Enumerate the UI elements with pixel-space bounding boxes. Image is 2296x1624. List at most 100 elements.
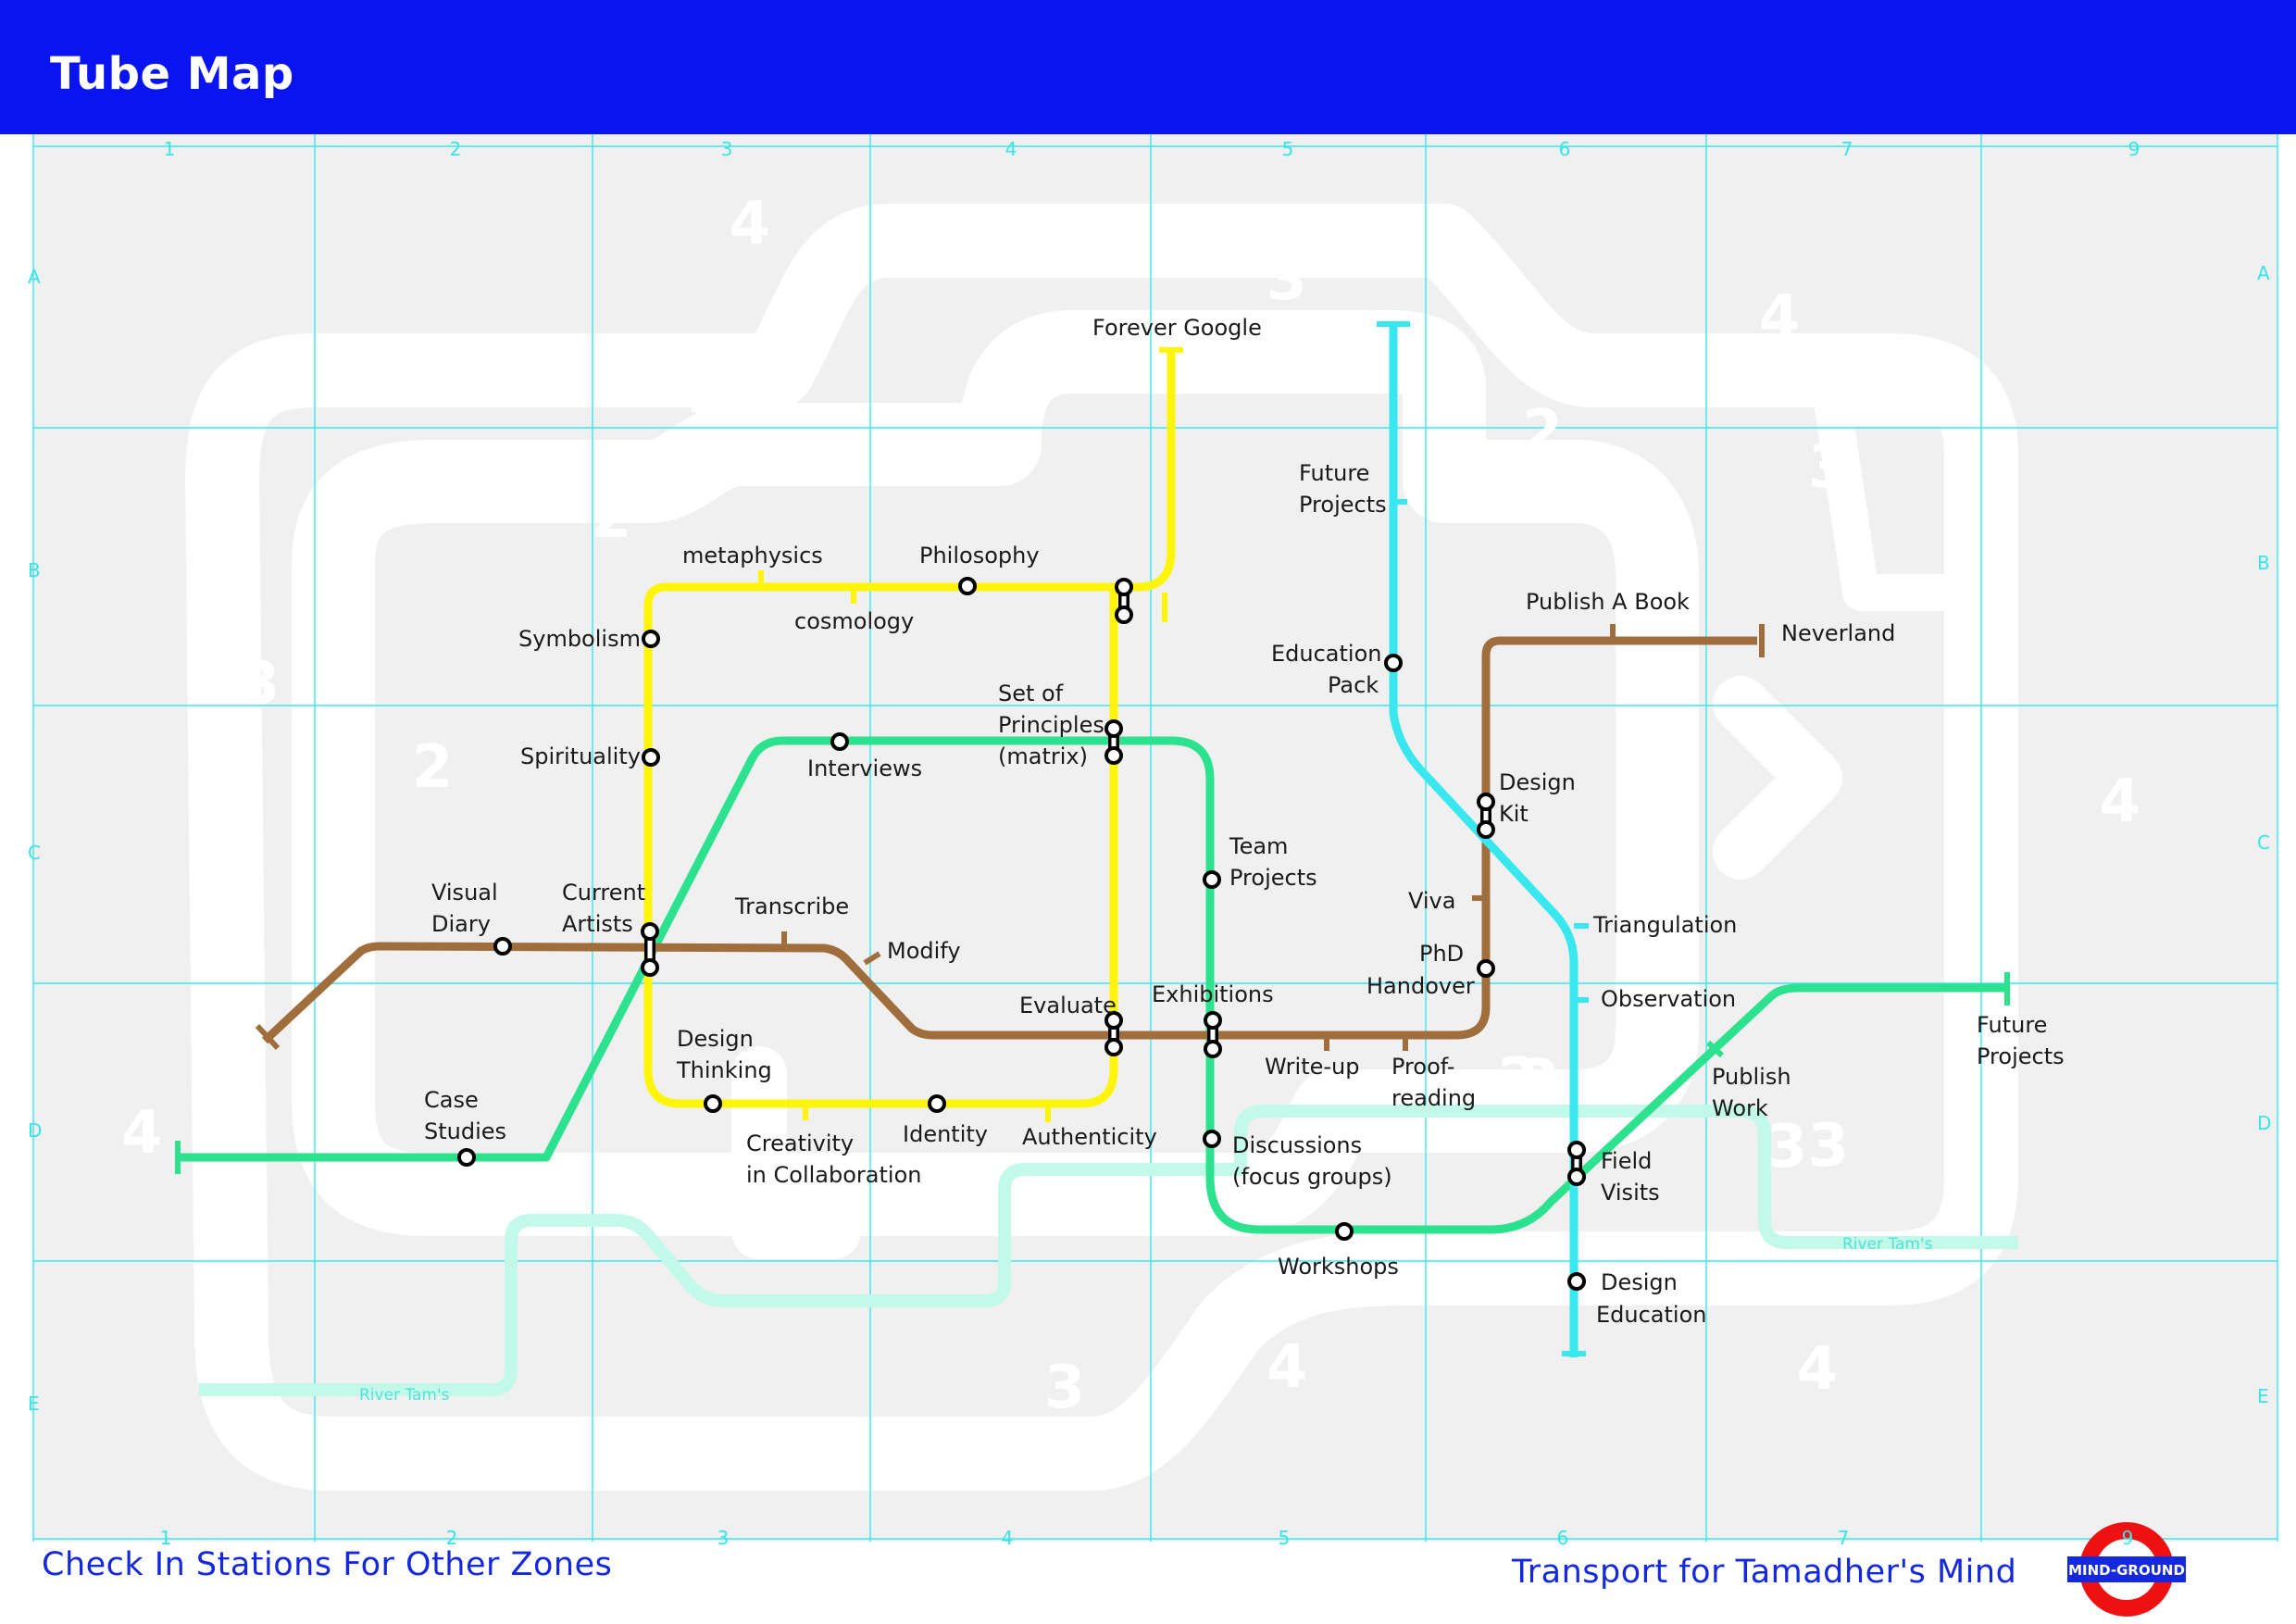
zone-number: 4 bbox=[730, 190, 771, 258]
station-neverland: Neverland bbox=[1781, 620, 1895, 646]
zone-number: 2 bbox=[1498, 1046, 1540, 1115]
station-proof-reading-2: reading bbox=[1391, 1085, 1476, 1111]
grid-col-label: 5 bbox=[1279, 1527, 1291, 1549]
zone-number: 4 bbox=[1797, 1335, 1839, 1404]
footer-right-text: Transport for Tamadher's Mind bbox=[1512, 1554, 2017, 1591]
grid-row-label: B bbox=[2257, 552, 2270, 574]
grid-col-label: 9 bbox=[2128, 138, 2140, 160]
station-viva: Viva bbox=[1408, 888, 1455, 914]
station-modify: Modify bbox=[887, 938, 961, 964]
zone-number: 2 bbox=[412, 733, 454, 802]
station-case-studies-2: Studies bbox=[424, 1118, 506, 1144]
grid-row-label: D bbox=[28, 1119, 42, 1142]
zone-number: 3 bbox=[1267, 245, 1308, 314]
station-publish-work: Publish bbox=[1712, 1064, 1791, 1090]
zone-number: 2 bbox=[732, 1190, 774, 1258]
grid-row-label: A bbox=[2257, 262, 2270, 284]
yellow-line bbox=[643, 350, 1176, 1108]
station-markers bbox=[457, 577, 1586, 1291]
station-write-up: Write-up bbox=[1265, 1054, 1359, 1080]
station-authenticity: Authenticity bbox=[1022, 1124, 1157, 1150]
cyan-line bbox=[1389, 324, 1578, 1357]
station-labels: Forever Google metaphysics Philosophy co… bbox=[424, 315, 2065, 1328]
station-visual-diary-2: Diary bbox=[431, 911, 491, 937]
line-terminals bbox=[175, 321, 2010, 1356]
page-title: Tube Map bbox=[50, 48, 294, 100]
station-current-artists-2: Artists bbox=[562, 911, 633, 937]
zone-number: 3 bbox=[1044, 1354, 1086, 1422]
grid-row-label: B bbox=[28, 559, 41, 581]
station-creativity: Creativity bbox=[746, 1131, 854, 1156]
station-current-artists: Current bbox=[562, 880, 645, 906]
station-future-projects-top: Future bbox=[1299, 460, 1369, 486]
grid-col-label: 4 bbox=[1002, 1527, 1014, 1549]
station-publish-work-2: Work bbox=[1712, 1095, 1768, 1121]
zone-number: 3 bbox=[1808, 433, 1850, 502]
station-field-visits: Field bbox=[1601, 1148, 1652, 1174]
zone-number: 4 bbox=[2100, 768, 2141, 836]
zone-number: 4 bbox=[121, 1099, 163, 1168]
grid-row-label: E bbox=[28, 1393, 40, 1415]
river-tams bbox=[199, 1105, 2018, 1396]
grid-col-label: 5 bbox=[1282, 138, 1294, 160]
station-education-pack-2: Pack bbox=[1328, 672, 1379, 698]
station-set-of-principles-3: (matrix) bbox=[998, 743, 1088, 769]
station-philosophy: Philosophy bbox=[919, 543, 1040, 568]
roundel-text: MIND-GROUND bbox=[2068, 1562, 2185, 1579]
station-metaphysics: metaphysics bbox=[682, 543, 823, 568]
mind-ground-roundel: MIND-GROUND 9 bbox=[2067, 1522, 2186, 1617]
station-set-of-principles: Set of bbox=[998, 681, 1064, 706]
station-forever-google: Forever Google bbox=[1092, 315, 1262, 341]
station-design-kit: Design bbox=[1499, 769, 1576, 795]
zone-number: 3 bbox=[688, 359, 730, 428]
footer-left-text: Check In Stations For Other Zones bbox=[42, 1546, 613, 1583]
station-triangulation: Triangulation bbox=[1592, 912, 1737, 938]
grid-row-label: E bbox=[2257, 1385, 2269, 1407]
grid-lines bbox=[32, 134, 2278, 1542]
station-design-thinking: Design bbox=[677, 1026, 754, 1052]
grid-row-label: C bbox=[2257, 831, 2270, 854]
station-phd-handover-2: Handover bbox=[1366, 973, 1475, 999]
station-publish-a-book: Publish A Book bbox=[1526, 589, 1690, 615]
station-proof-reading: Proof- bbox=[1391, 1054, 1455, 1080]
river-label-right: River Tam's bbox=[1842, 1235, 1933, 1254]
zone-bands bbox=[185, 204, 2018, 1491]
grid-col-label: 2 bbox=[450, 138, 462, 160]
grid-col-label: 1 bbox=[164, 138, 176, 160]
station-case-studies: Case bbox=[424, 1087, 479, 1113]
station-transcribe: Transcribe bbox=[734, 893, 849, 919]
station-evaluate: Evaluate bbox=[1019, 993, 1117, 1018]
station-future-projects-top-2: Projects bbox=[1299, 492, 1387, 518]
station-discussions-2: (focus groups) bbox=[1232, 1164, 1392, 1190]
zone-number: 3 bbox=[1808, 1112, 1850, 1181]
station-exhibitions: Exhibitions bbox=[1152, 981, 1274, 1007]
station-visual-diary: Visual bbox=[431, 880, 498, 906]
station-set-of-principles-2: Principles bbox=[998, 712, 1104, 738]
station-cosmology: cosmology bbox=[794, 608, 914, 634]
grid-col-label: 3 bbox=[718, 1527, 730, 1549]
station-design-education-2: Education bbox=[1596, 1302, 1706, 1328]
station-spirituality: Spirituality bbox=[520, 743, 641, 769]
grid-row-label: D bbox=[2257, 1112, 2271, 1134]
brown-line bbox=[261, 636, 1757, 1044]
station-workshops: Workshops bbox=[1278, 1254, 1399, 1280]
station-team-projects: Team bbox=[1229, 833, 1288, 859]
zone-number: 2 bbox=[1522, 398, 1564, 467]
grid-col-label: 6 bbox=[1557, 1527, 1569, 1549]
zone-number: 4 bbox=[1759, 283, 1801, 352]
zone-number: 2 bbox=[591, 483, 632, 552]
grid-col-label: 1 bbox=[160, 1527, 172, 1549]
station-identity: Identity bbox=[903, 1121, 988, 1147]
station-future-projects-right: Future bbox=[1977, 1012, 2047, 1038]
grid-col-label: 7 bbox=[1838, 1527, 1850, 1549]
grid-row-label: A bbox=[28, 266, 41, 288]
grid-row-labels-left: A B C D E bbox=[28, 266, 42, 1415]
station-future-projects-right-2: Projects bbox=[1977, 1043, 2065, 1069]
zone-number: 3 bbox=[1766, 1113, 1808, 1181]
zone-numbers: 4 3 3 4 2 3 3 2 2 4 2 2 3 3 4 4 4 3 2 bbox=[121, 190, 2141, 1422]
station-discussions: Discussions bbox=[1232, 1132, 1362, 1158]
station-team-projects-2: Projects bbox=[1229, 865, 1317, 891]
station-design-thinking-2: Thinking bbox=[676, 1057, 772, 1083]
header-bar: Tube Map bbox=[0, 0, 2296, 134]
